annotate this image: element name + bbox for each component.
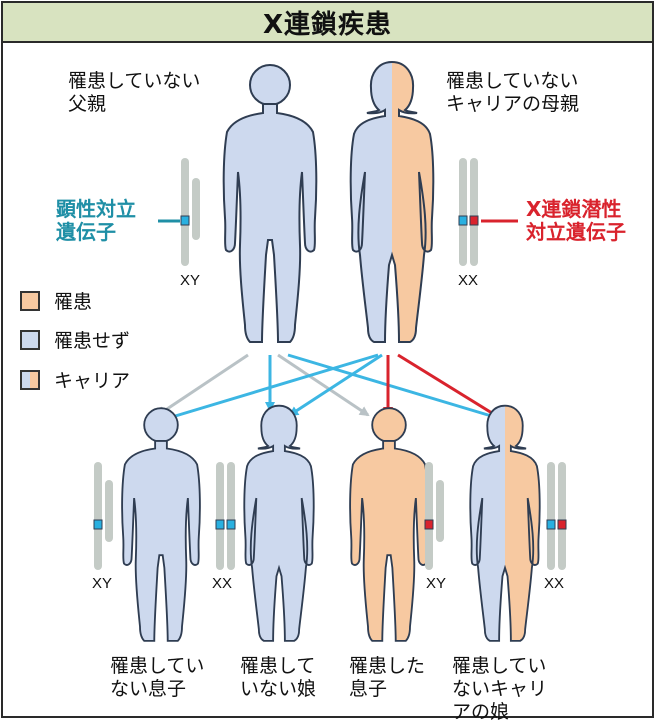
- legend-label: 罹患せず: [54, 330, 131, 352]
- legend-label: 罹患: [54, 291, 93, 313]
- legend-item-affected: 罹患: [20, 287, 92, 314]
- mother-chromosomes: [458, 158, 479, 266]
- legend-swatch-unaffected: [20, 329, 40, 350]
- mother-chromosome-label: XX: [458, 272, 479, 289]
- father-label: 罹患していない 父親: [68, 70, 201, 115]
- title-bar: X連鎖疾患: [3, 3, 652, 43]
- child-daughter-unaffected: [243, 404, 315, 642]
- arrow-mother-x-to-daughter1: [288, 353, 383, 417]
- child4-chromosomes: [546, 462, 567, 570]
- arrow-father-y-to-son1: [156, 353, 249, 417]
- child-daughter-carrier: [469, 404, 541, 642]
- inheritance-arrows: [156, 353, 502, 423]
- mother-figure: [349, 61, 435, 343]
- child1-label: 罹患してい ない息子: [110, 655, 205, 700]
- child-son-affected: [349, 407, 429, 642]
- child1-chromosomes: [93, 462, 113, 570]
- child2-label: 罹患して いない娘: [240, 655, 317, 700]
- child3-label: 罹患した 息子: [349, 655, 426, 700]
- diagram-title: X連鎖疾患: [262, 9, 393, 40]
- arrow-mother-x-to-son1: [160, 353, 379, 423]
- father-chromosomes: [180, 158, 200, 266]
- child2-chromosome-label: XX: [212, 575, 233, 592]
- child3-chromosome-label: XY: [426, 575, 447, 592]
- child-son-unaffected: [121, 407, 201, 642]
- legend-label: キャリア: [54, 370, 131, 392]
- father-figure: [222, 64, 318, 343]
- arrow-father-x-to-daughter2: [287, 353, 500, 421]
- father-chromosome-label: XY: [180, 272, 201, 289]
- child1-chromosome-label: XY: [92, 575, 113, 592]
- mother-label: 罹患していない キャリアの母親: [446, 70, 580, 115]
- legend-swatch-carrier: [20, 369, 40, 390]
- child2-chromosomes: [215, 462, 236, 570]
- child4-chromosome-label: XX: [544, 575, 565, 592]
- legend-item-unaffected: 罹患せず: [20, 326, 130, 353]
- arrow-father-y-to-son2: [277, 353, 370, 417]
- legend-item-carrier: キャリア: [20, 366, 130, 393]
- dominant-allele-label: 顕性対立 遺伝子: [56, 197, 136, 244]
- child4-label: 罹患してい ないキャリ アの娘: [452, 655, 548, 723]
- legend-swatch-affected: [20, 290, 40, 311]
- child3-chromosomes: [424, 462, 444, 570]
- arrow-mother-recessive-to-daughter2: [397, 353, 502, 420]
- recessive-allele-label: X連鎖潜性 対立遺伝子: [526, 197, 626, 244]
